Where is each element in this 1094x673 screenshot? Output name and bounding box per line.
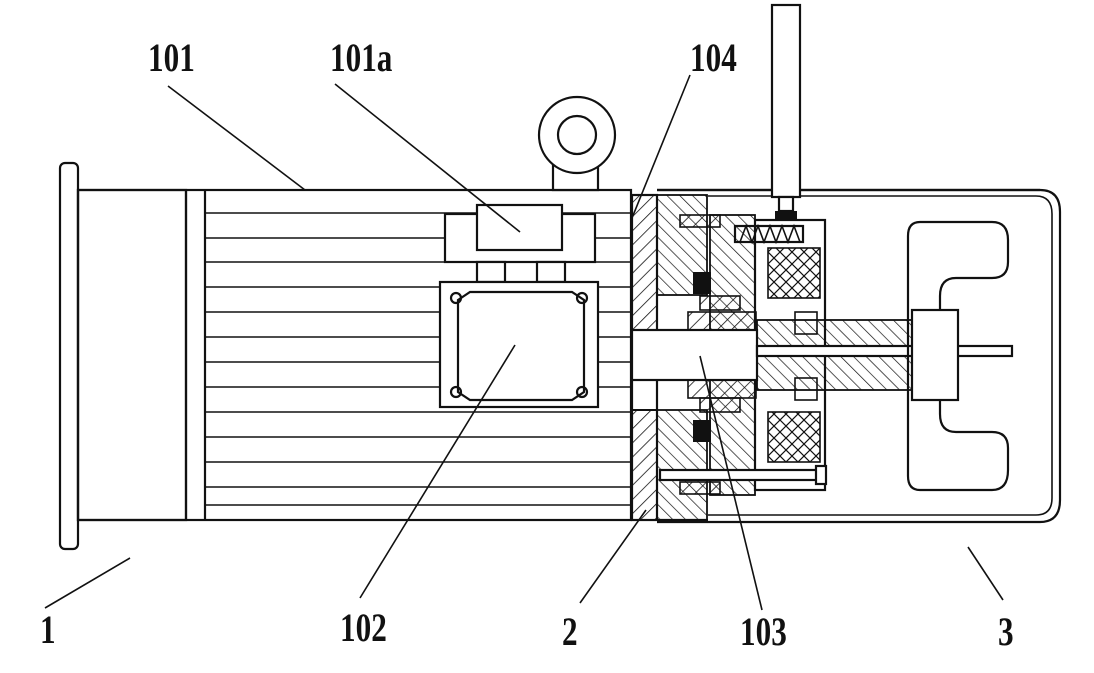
- end-plate-2: [630, 193, 659, 522]
- label-102: 102: [340, 605, 387, 650]
- label-3: 3: [998, 609, 1014, 654]
- shaft-103: [630, 311, 1014, 399]
- lower-bolt: [658, 464, 828, 486]
- release-lever: [770, 3, 802, 219]
- label-2: 2: [562, 609, 578, 654]
- label-103: 103: [740, 609, 787, 654]
- terminal-box-102: [438, 280, 600, 409]
- label-1: 1: [40, 607, 56, 652]
- brake-spring: [733, 223, 805, 245]
- label-104: 104: [690, 35, 737, 80]
- leader-lines: [44, 74, 1004, 611]
- lifting-eye: [537, 95, 617, 192]
- cooling-fan-3: [906, 220, 1010, 492]
- junction-block-101a: [443, 203, 597, 284]
- label-101a: 101a: [330, 35, 393, 80]
- brake-housing: [656, 188, 1062, 524]
- label-101: 101: [148, 35, 195, 80]
